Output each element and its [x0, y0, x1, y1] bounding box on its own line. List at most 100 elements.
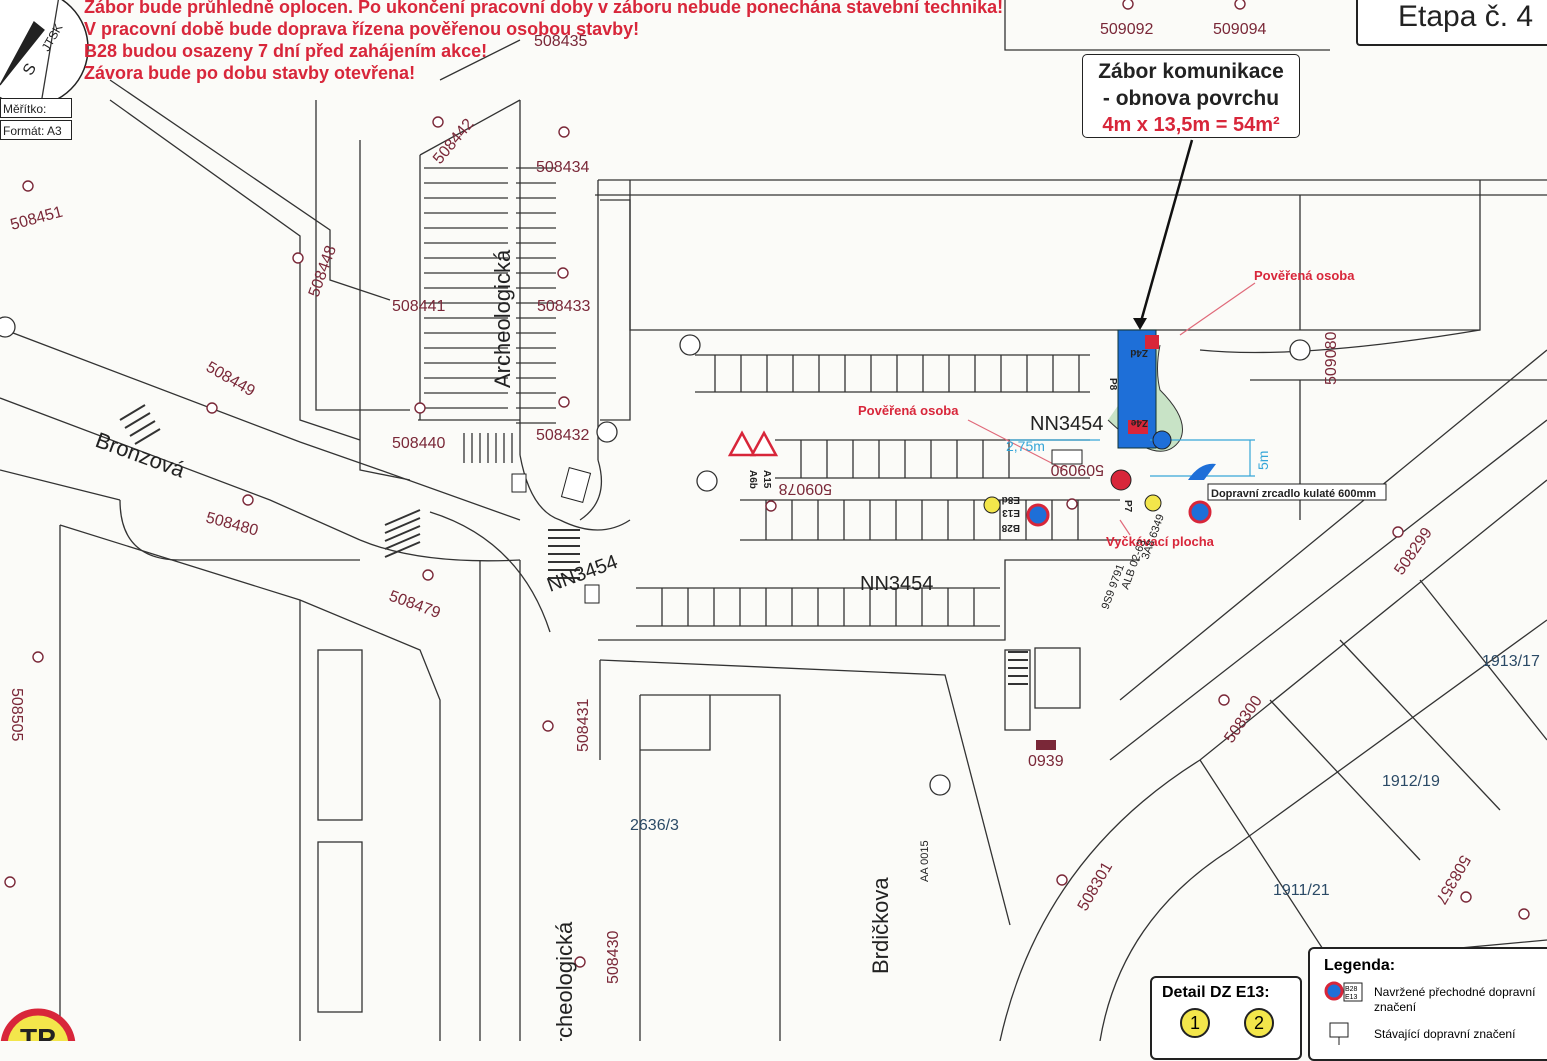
stop-sign-icon [1110, 469, 1132, 491]
compass-rose [0, 0, 89, 107]
legend-existing-icon [1329, 1022, 1349, 1045]
legend-sign-e13: E13 [1345, 994, 1358, 1001]
parcel-label: 2636/3 [630, 817, 679, 834]
sign-code: A15 [761, 470, 772, 489]
sign-code: E13 [1002, 507, 1020, 518]
point-label: 508301 [1075, 859, 1116, 914]
point-label: 508505 [8, 688, 25, 741]
detail-box: Detail DZ E13: 1 2 [1150, 976, 1302, 1060]
sign-code: A6b [747, 470, 758, 489]
nn-label-1: NN3454 [1030, 413, 1103, 435]
legend-proposed-icon: B28 E13 [1324, 981, 1363, 1002]
point-label: 508440 [392, 435, 445, 452]
tp-badge [0, 1008, 76, 1041]
aa-label: AA 0015 [919, 840, 931, 882]
leader-line-1 [1179, 282, 1256, 336]
parking-main [636, 354, 1120, 627]
hydrant-icon [696, 470, 718, 492]
point-label: 508432 [536, 427, 589, 444]
dimension-label-2: 5m [1255, 451, 1271, 470]
parking-left [424, 167, 556, 463]
scale-label: Měřítko: 1:500 [0, 98, 72, 136]
e13-two-icon [1144, 494, 1162, 512]
parcel-label: 1912/19 [1382, 773, 1440, 790]
vyckavaci-plocha: Vyčkávací plocha [1106, 534, 1215, 549]
legend-sign-b28: B28 [1345, 986, 1358, 993]
car-icon [1051, 449, 1083, 465]
signage-0939 [1036, 740, 1056, 750]
detail-title: Detail DZ E13: [1162, 984, 1270, 1001]
warning-sign-a15-icon [727, 430, 757, 457]
leader-line-3 [1119, 519, 1131, 536]
dimension-label-1: 2,75m [1006, 438, 1045, 454]
sign-code: E8d [1002, 494, 1020, 505]
lamp-icon [679, 334, 701, 356]
lamp-icon [0, 316, 16, 338]
street-archeologicka-lower: Archeologická [552, 921, 577, 1041]
point-label: 509094 [1213, 21, 1266, 38]
parking-sign-icon [511, 473, 527, 493]
note-line-2: V pracovní době bude doprava řízena pově… [84, 19, 640, 39]
point-label: 508448 [306, 243, 340, 299]
point-label: 509078 [779, 480, 832, 497]
note-line-4: Závora bude po dobu stavby otevřena! [84, 63, 416, 83]
e13-one-icon [983, 496, 1001, 514]
mirror-icon [1188, 463, 1216, 480]
point-label: 509092 [1100, 21, 1153, 38]
point-label: 509080 [1323, 332, 1340, 385]
sign-code: Z4e [1130, 417, 1148, 428]
zabor-area-text: 4m x 13,5m = 54m² [1102, 114, 1280, 136]
zabor-title: Zábor komunikace [1098, 60, 1284, 83]
legend-item-proposed: Navržené přechodné dopravní značení [1374, 985, 1536, 1014]
detail-icon-2: 2 [1244, 1008, 1274, 1038]
parking-sign-2-icon [584, 584, 600, 604]
nn-label-3: NN3454 [860, 573, 933, 595]
electric-box [560, 467, 592, 503]
z4-barrier-icon [1145, 335, 1159, 349]
legend-title: Legenda: [1324, 957, 1396, 974]
poverena-osoba-1: Pověřená osoba [1254, 268, 1355, 283]
point-label: 509090 [1051, 461, 1104, 478]
tp-badge-text: TP [20, 1023, 56, 1041]
no-stopping-sign-2-icon [1188, 500, 1212, 524]
note-line-1: Zábor bude průhledně oplocen. Po ukončen… [84, 0, 1004, 17]
point-label: 508479 [387, 588, 443, 622]
point-label: 508430 [605, 931, 622, 984]
point-label: 508431 [575, 699, 592, 752]
parcel-label: 1913/17 [1482, 653, 1540, 670]
zabor-subtitle: - obnova povrchu [1102, 87, 1280, 110]
format-label: Formát: A3 [0, 120, 72, 140]
point-label: 508434 [536, 159, 589, 176]
legend-box: Legenda: B28 E13 Navržené přechodné dopr… [1308, 947, 1547, 1061]
z4-barrier-2-icon [1128, 420, 1148, 434]
sign-code: B28 [1001, 522, 1020, 533]
legend-item-existing: Stávající dopravní značení [1374, 1027, 1516, 1041]
etapa-box: Etapa č. 4 [1356, 0, 1547, 46]
sign-code: Z4d [1130, 347, 1148, 358]
survey-point-markers [4, 0, 1530, 968]
sign-code: P7 [1122, 500, 1133, 513]
no-stopping-sign-icon [1026, 503, 1050, 527]
dimension-275 [1010, 439, 1255, 477]
zabor-box: Zábor komunikace - obnova povrchu 4m x 1… [1082, 54, 1300, 138]
direction-sign-icon [1152, 430, 1172, 450]
point-label: 0939 [1028, 753, 1064, 770]
point-label: 508433 [537, 298, 590, 315]
compass-needle [0, 21, 45, 86]
point-label: 508451 [9, 204, 65, 234]
hydrant-icon [596, 421, 618, 443]
crosswalks [119, 404, 1028, 685]
point-label: 508449 [203, 359, 258, 400]
detail-icon-1: 1 [1180, 1008, 1210, 1038]
street-bronzova: Bronzová [92, 427, 189, 483]
point-label: 508435 [534, 33, 587, 50]
point-label: 508480 [204, 509, 260, 539]
street-brdickova: Brdičkova [868, 877, 893, 974]
lamp-icon [1289, 339, 1311, 361]
poverena-osoba-2: Pověřená osoba [858, 403, 959, 418]
street-archeologicka: Archeologická [490, 249, 515, 388]
nn-label-2: NN3454 [544, 551, 620, 597]
sign-code: P8 [1107, 378, 1118, 391]
parcel-label: 1911/21 [1273, 882, 1330, 899]
